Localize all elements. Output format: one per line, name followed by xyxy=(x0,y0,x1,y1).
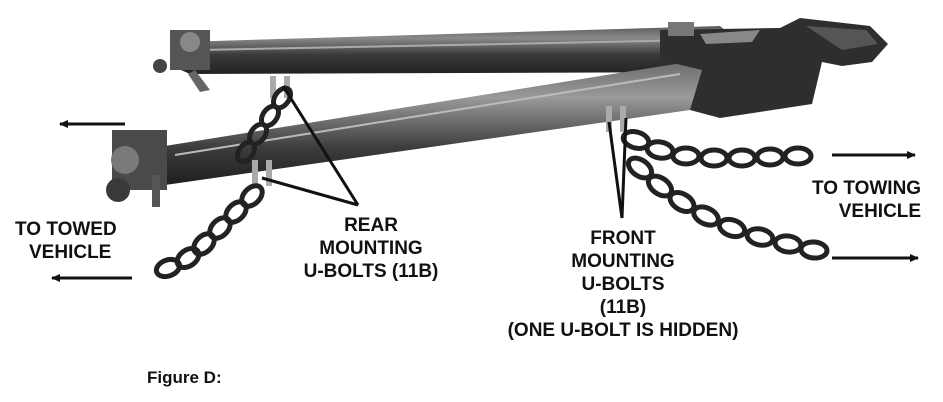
lower-tow-arm xyxy=(130,60,720,185)
upper-rear-bracket xyxy=(153,30,210,92)
front-coupler xyxy=(660,18,888,118)
lower-rear-bracket xyxy=(106,130,167,207)
rear-mounting-u-bolts-label: REAR MOUNTING U-BOLTS (11B) xyxy=(303,215,439,282)
rear-safety-chain-lower xyxy=(153,183,265,280)
front-safety-chain-lower xyxy=(625,155,830,261)
to-towing-vehicle-label: TO TOWING VEHICLE xyxy=(812,178,922,222)
front-u-bolt-leader-lines xyxy=(607,117,628,219)
figure-caption: Figure D: xyxy=(147,368,222,387)
rear-u-bolt-leader-lines xyxy=(261,85,360,207)
upper-tow-arm xyxy=(172,26,740,74)
front-safety-chain-upper xyxy=(620,129,814,169)
rear-u-bolt-lower xyxy=(252,160,272,186)
front-u-bolt xyxy=(606,106,626,132)
to-towed-vehicle-label: TO TOWED VEHICLE xyxy=(15,219,117,263)
front-mounting-u-bolts-label: FRONT MOUNTING U-BOLTS (11B) (ONE U-BOLT… xyxy=(507,228,739,341)
rear-safety-chain-upper xyxy=(234,85,294,165)
